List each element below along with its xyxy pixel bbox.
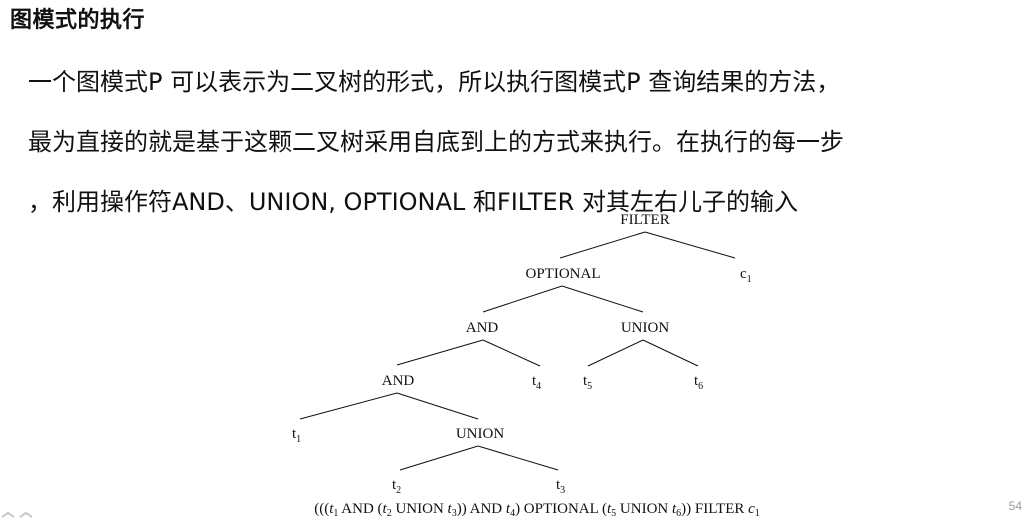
edge-filter-optional [559,231,646,259]
node-t6: t6 [694,373,703,392]
expr-part: UNION [392,501,448,517]
edge-filter-c1 [644,231,736,259]
node-union-right: UNION [621,320,669,336]
edge-optional-and [482,285,563,313]
node-c1-sub: 1 [747,274,752,285]
expr-sub-c1: 1 [755,508,760,518]
node-union-lower: UNION [456,426,504,442]
node-c1: c1 [740,266,752,285]
expr-part: )) FILTER [681,501,748,517]
node-optional: OPTIONAL [526,266,601,282]
node-t4-base: t [532,373,537,389]
node-t2-base: t [392,477,397,493]
expr-var-t3: t [448,501,453,517]
expr-part: ) OPTIONAL ( [515,501,607,517]
expr-part: ((( [314,501,329,517]
expr-sub-5: 5 [611,508,616,518]
paragraph-line-1: 一个图模式P 可以表示为二叉树的形式，所以执行图模式P 查询结果的方法， [28,68,841,96]
expr-sub-6: 6 [676,508,681,518]
node-t1-base: t [292,426,297,442]
body-paragraph: 一个图模式P 可以表示为二叉树的形式，所以执行图模式P 查询结果的方法， 最为直… [28,52,1033,232]
edge-and-t4 [482,339,541,367]
node-t1-sub: 1 [296,434,301,445]
expression-caption: (((t1 AND (t2 UNION t3)) AND t4) OPTIONA… [314,501,760,518]
expr-var-t1: t [329,501,334,517]
node-and-lower: AND [382,373,415,389]
expr-part: AND ( [338,501,382,517]
paragraph-line-3: ，利用操作符AND、UNION, OPTIONAL 和FILTER 对其左右儿子… [28,188,798,216]
node-t3-sub: 3 [560,485,565,496]
edge-and-t1 [299,392,398,420]
node-t2: t2 [392,477,401,496]
node-t1: t1 [292,426,301,445]
node-t4: t4 [532,373,541,392]
edge-union-t6 [642,339,699,367]
node-t6-sub: 6 [698,381,703,392]
node-t5-base: t [583,373,588,389]
node-t2-sub: 2 [396,485,401,496]
expr-var-t4: t [506,501,511,517]
edge-and-and [396,339,484,366]
expr-var-t5: t [607,501,612,517]
page-number: 54 [1008,499,1022,513]
paragraph-line-2: 最为直接的就是基于这颗二叉树采用自底到上的方式来执行。在执行的每一步 [28,128,844,156]
edge-and-union [396,392,479,420]
edge-union-t5 [587,339,644,367]
expr-part: )) AND [457,501,506,517]
expr-sub-2: 2 [387,508,392,518]
slide-nav-arrow-icon [1,511,33,518]
node-t3: t3 [556,477,565,496]
expr-var-t6: t [672,501,677,517]
node-t6-base: t [694,373,699,389]
node-and-upper: AND [466,320,499,336]
expr-var-c1: c [748,501,755,517]
node-t4-sub: 4 [536,381,541,392]
expr-var-t2: t [383,501,388,517]
node-c1-base: c [740,266,747,282]
node-t5: t5 [583,373,592,392]
expr-sub-4: 4 [510,508,515,518]
expr-sub-3: 3 [452,508,457,518]
node-t5-sub: 5 [587,381,592,392]
edge-union-t3 [477,445,559,471]
edge-optional-union [561,285,644,313]
expr-part: UNION [616,501,672,517]
edge-union-t2 [399,445,479,471]
node-t3-base: t [556,477,561,493]
expr-sub-1: 1 [333,508,338,518]
slide-title: 图模式的执行 [10,8,146,33]
